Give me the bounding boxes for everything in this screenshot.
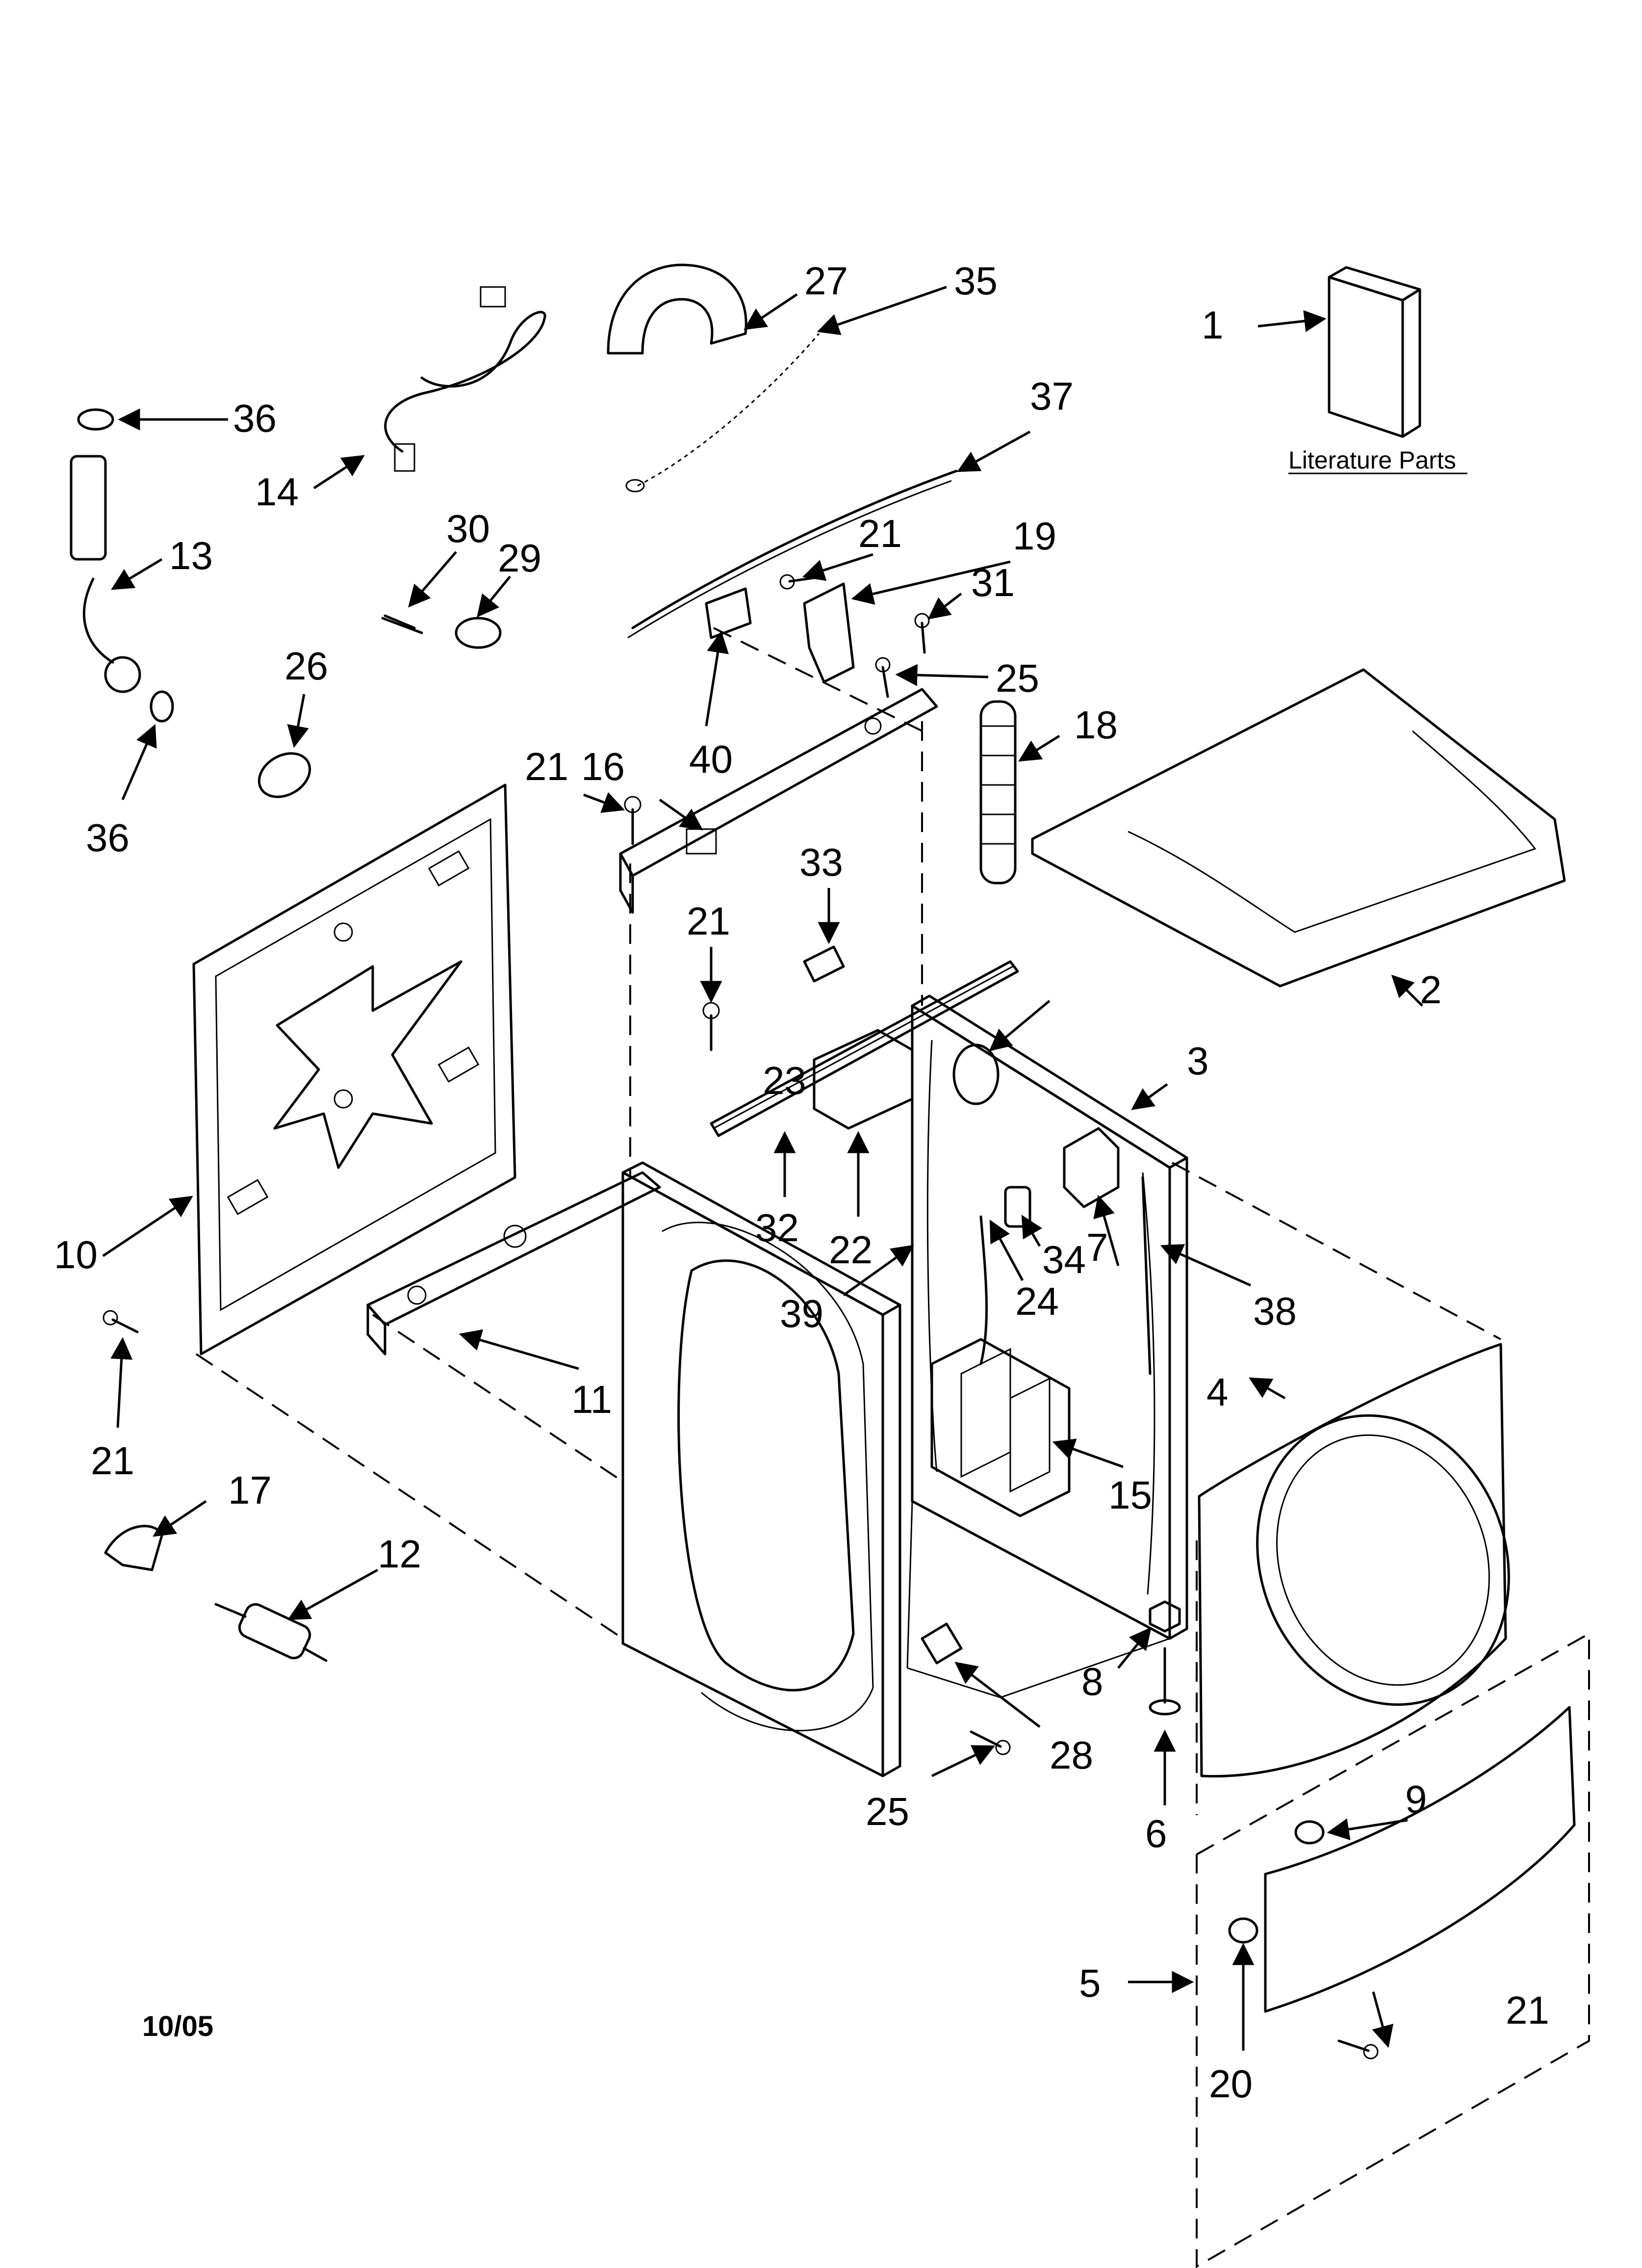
callout-35: 35 (954, 259, 998, 303)
motor-control-unit (930, 1338, 1071, 1517)
callout-25-bottom: 25 (866, 1790, 909, 1833)
literature-parts-booklet (1328, 266, 1421, 438)
callout-23: 23 (763, 1059, 806, 1102)
screw-30 (384, 614, 416, 629)
callout-labels: 1 2 3 4 5 6 7 8 9 10 11 12 13 14 15 16 1… (54, 259, 1549, 2106)
screw-25-top (875, 657, 891, 698)
literature-parts-label: Literature Parts (1288, 446, 1456, 474)
callout-25-top: 25 (996, 656, 1039, 700)
callout-3: 3 (1187, 1039, 1209, 1083)
hose-24 (979, 1215, 988, 1365)
pressure-switch (952, 1043, 1000, 1105)
callout-32: 32 (755, 1206, 799, 1250)
rear-panel (192, 783, 516, 1356)
bumper (1228, 1917, 1258, 1944)
top-rear-bracket (619, 688, 938, 914)
screw-21-top (779, 574, 825, 590)
rail-38 (1141, 1176, 1152, 1375)
wire-clip (705, 587, 752, 639)
callout-4: 4 (1206, 1370, 1229, 1414)
callout-7: 7 (1086, 1225, 1108, 1269)
screw-21-left (103, 1310, 139, 1333)
screw-31 (914, 613, 930, 654)
callout-33: 33 (799, 840, 843, 884)
callout-6: 6 (1145, 1812, 1167, 1855)
callout-10: 10 (54, 1233, 98, 1277)
front-panel (1198, 1343, 1510, 1778)
callout-11: 11 (571, 1378, 612, 1421)
callout-38: 38 (1253, 1289, 1297, 1333)
leader-arrows (102, 286, 1423, 2051)
screw-25-bottom (970, 1730, 1011, 1755)
callout-20: 20 (1209, 2062, 1253, 2106)
screw-21-bracket (624, 796, 641, 845)
cabinet-frame (906, 994, 1188, 1698)
ground-wire (625, 333, 820, 493)
callout-36-top: 36 (233, 396, 277, 440)
drain-hose (70, 455, 141, 693)
callout-5: 5 (1079, 1961, 1101, 2005)
callout-24: 24 (1015, 1279, 1059, 1323)
callout-26: 26 (284, 644, 328, 688)
callout-19: 19 (1013, 514, 1056, 558)
callout-8: 8 (1081, 1660, 1103, 1703)
washer-ring-bottom (150, 690, 174, 723)
shock-absorber (214, 1603, 328, 1662)
callout-1: 1 (1202, 303, 1224, 347)
date-code: 10/05 (142, 2010, 213, 2042)
callout-21-mid: 21 (687, 899, 730, 943)
callout-36-bottom: 36 (86, 816, 129, 860)
callout-21-kick: 21 (1506, 1988, 1549, 2032)
callout-28: 28 (1050, 1733, 1093, 1777)
callout-12: 12 (378, 1532, 421, 1576)
leg-nut (1149, 1600, 1181, 1633)
power-cord (384, 286, 546, 472)
hose-clamp (455, 617, 502, 649)
grommet (257, 752, 311, 798)
callout-18: 18 (1074, 703, 1118, 747)
cap-34 (1004, 1186, 1031, 1228)
callout-13: 13 (169, 534, 213, 577)
callout-21-top: 21 (858, 512, 902, 555)
callout-21-left: 21 (91, 1439, 134, 1483)
callout-40: 40 (689, 737, 733, 781)
hose-clip (104, 1525, 163, 1571)
callout-22: 22 (829, 1228, 872, 1272)
callout-21-bracket: 21 (525, 745, 568, 788)
callout-17: 17 (228, 1468, 272, 1512)
bracket-7 (1063, 1127, 1120, 1208)
clip-28 (921, 1622, 963, 1665)
callout-30: 30 (446, 507, 490, 550)
hose-guide (607, 263, 747, 355)
top-panel (1031, 668, 1566, 988)
side-panel (621, 1161, 901, 1777)
clamp-screw (381, 617, 423, 634)
washer-ring-top (77, 408, 114, 431)
callout-9: 9 (1405, 1777, 1427, 1821)
callout-31: 31 (971, 561, 1015, 604)
callout-15: 15 (1108, 1473, 1152, 1517)
wire-harness (627, 469, 958, 639)
fill-hose (979, 700, 1017, 885)
callout-29: 29 (498, 536, 541, 580)
switch-module (813, 1029, 914, 1130)
callout-39: 39 (780, 1292, 823, 1335)
callout-14: 14 (255, 470, 299, 514)
screw-21-mid (702, 1002, 720, 1051)
callout-2: 2 (1420, 968, 1442, 1012)
alignment-lines (195, 627, 1590, 2268)
snap-button (1294, 1820, 1325, 1845)
callout-27: 27 (804, 259, 848, 303)
kick-panel (1264, 1706, 1576, 2013)
cross-brace (710, 960, 1019, 1137)
bottom-rail (366, 1171, 661, 1356)
leveling-leg (1149, 1647, 1181, 1716)
latch-bracket (803, 582, 855, 683)
screw-21-kick (1337, 2039, 1379, 2059)
callout-37: 37 (1030, 374, 1074, 418)
callout-34: 34 (1042, 1238, 1086, 1281)
tab-33 (803, 945, 845, 983)
callout-16: 16 (581, 745, 625, 788)
